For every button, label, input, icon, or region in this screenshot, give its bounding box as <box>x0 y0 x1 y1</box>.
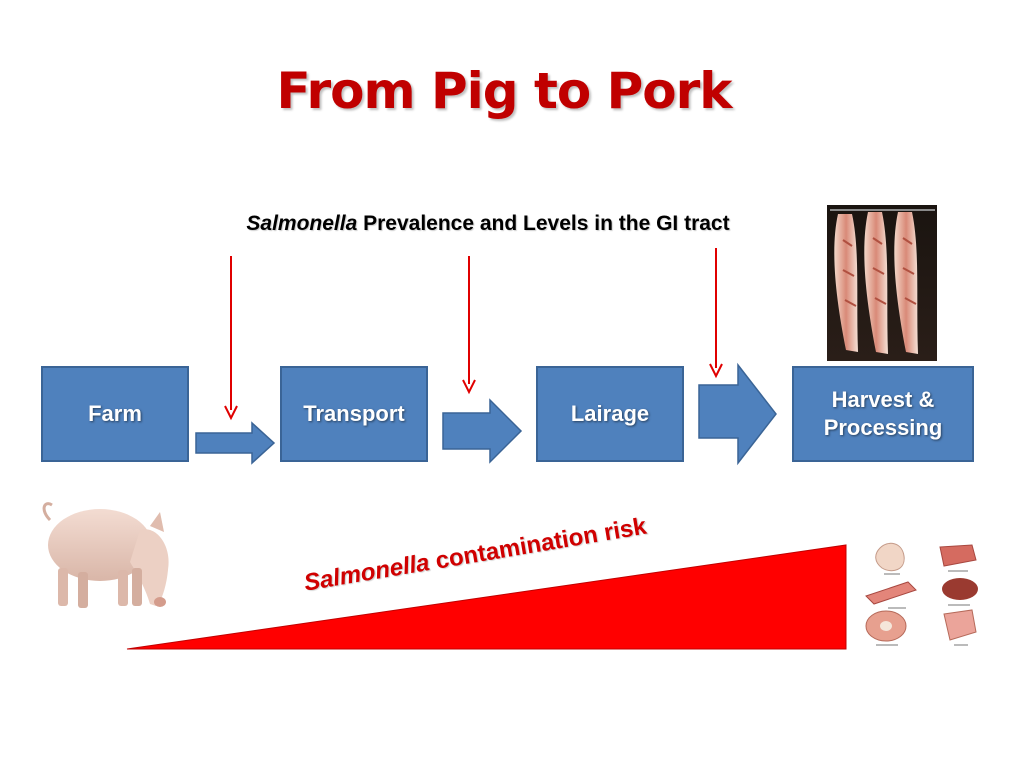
stage-transport: Transport <box>280 366 428 462</box>
stage-lairage-label: Lairage <box>570 401 650 426</box>
stage-harvest-processing: Harvest & Processing <box>792 366 974 462</box>
stage-harvest-label: Harvest & Processing <box>823 387 943 440</box>
subtitle-rest: Prevalence and Levels in the GI tract <box>357 212 730 235</box>
diagram-subtitle: Salmonella Prevalence and Levels in the … <box>150 212 826 236</box>
stage-lairage: Lairage <box>536 366 684 462</box>
stage-transport-label: Transport <box>303 401 405 426</box>
red-arrow-lairage-harvest <box>709 248 723 379</box>
stage-farm: Farm <box>41 366 189 462</box>
carcass-image <box>827 205 937 361</box>
measurement-arrows <box>224 248 723 421</box>
subtitle-italic: Salmonella <box>246 212 358 235</box>
risk-wedge <box>126 544 847 650</box>
flow-arrow-2 <box>442 398 523 464</box>
flow-arrow-3 <box>698 362 777 466</box>
red-arrow-transport-lairage <box>462 256 476 395</box>
slide-title: From Pig to Pork <box>276 62 732 120</box>
pig-image <box>42 502 169 608</box>
red-arrow-farm-transport <box>224 256 238 421</box>
pork-cuts-image <box>865 542 978 646</box>
flow-arrow-1 <box>195 421 276 465</box>
stage-farm-label: Farm <box>88 401 142 426</box>
